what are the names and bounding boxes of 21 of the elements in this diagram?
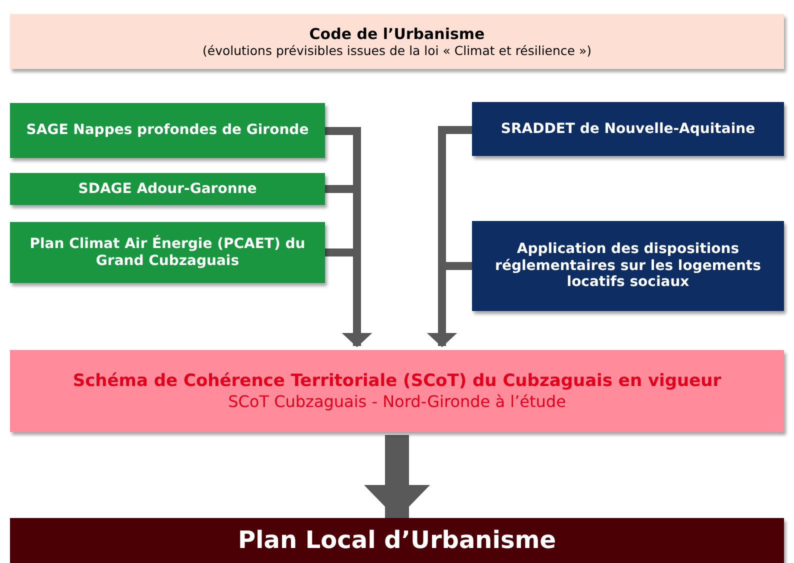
box-title: Plan Climat Air Énergie (PCAET) du Grand Cubzaguais (28, 236, 306, 270)
box-subtitle: (évolutions prévisibles issues de la loi « Climat et résilience ») (202, 43, 592, 58)
box-title: SRADDET de Nouvelle-Aquitaine (500, 120, 756, 138)
header-box (10, 14, 784, 69)
box-title: Code de l’Urbanisme (309, 25, 485, 43)
process-box (10, 103, 325, 158)
box-subtitle: SCoT Cubzaguais - Nord-Gironde à l’étude (228, 392, 566, 411)
process-box (472, 221, 784, 311)
process-box (10, 173, 325, 205)
block-arrow (364, 435, 430, 519)
box-title: Plan Local d’Urbanisme (238, 526, 556, 555)
box-title: Schéma de Cohérence Territoriale (SCoT) du Cubzaguais en vigueur (72, 371, 722, 392)
box-title: SAGE Nappes profondes de Gironde (26, 122, 309, 139)
box-title: Application des dispositions réglementaires sur les logements locatifs sociaux (494, 240, 762, 292)
process-box (10, 222, 325, 283)
connector-arrow (427, 262, 472, 347)
process-box (472, 102, 784, 156)
connector-arrow (325, 248, 372, 347)
result-box (10, 350, 784, 432)
output-box (10, 518, 784, 563)
box-title: SDAGE Adour-Garonne (78, 180, 257, 198)
